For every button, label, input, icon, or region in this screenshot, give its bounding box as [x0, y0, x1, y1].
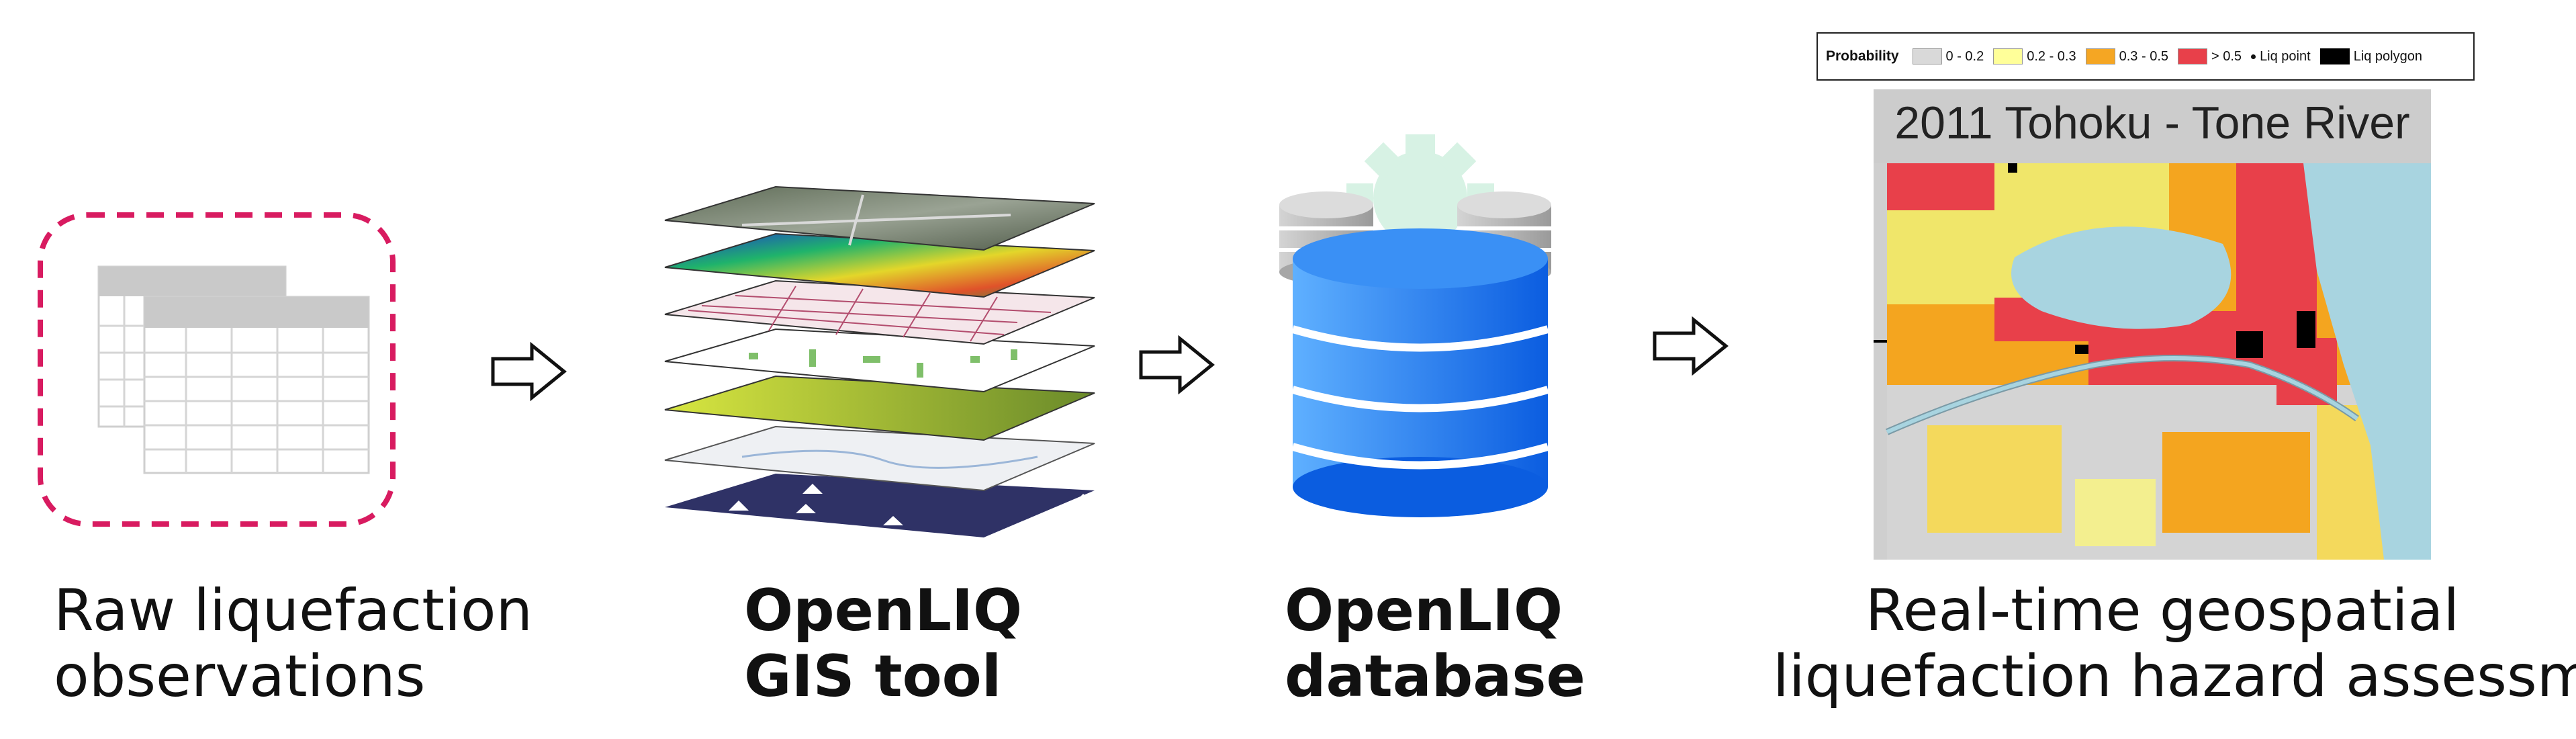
legend-swatch [1912, 48, 1942, 64]
caption-database: OpenLIQ database [1285, 578, 1585, 709]
legend-item: > 0.5 [2178, 48, 2242, 64]
legend-label: 0 - 0.2 [1945, 48, 1984, 64]
legend-item: 0.2 - 0.3 [1993, 48, 2076, 64]
legend-label: > 0.5 [2211, 48, 2242, 64]
legend-item: Liq point [2251, 49, 2311, 64]
caption-line: liquefaction hazard assessment [1773, 643, 2576, 710]
caption-line: database [1285, 643, 1585, 710]
legend-item: Liq polygon [2319, 48, 2422, 64]
arrow-right-icon [490, 341, 567, 402]
caption-line: Raw liquefaction [54, 577, 533, 644]
gis-layers-icon [661, 161, 1098, 544]
arrow-right-icon [1138, 335, 1215, 395]
spreadsheet-icon [38, 212, 396, 527]
caption-hazard-assessment: Real-time geospatial liquefaction hazard… [1773, 577, 2576, 710]
legend-label: Liq polygon [2353, 48, 2422, 64]
legend-item: 0.3 - 0.5 [2085, 48, 2169, 64]
legend-label: 0.2 - 0.3 [2027, 48, 2076, 64]
legend-swatch [2178, 48, 2208, 64]
caption-line: OpenLIQ [744, 577, 1023, 644]
legend-item: 0 - 0.2 [1912, 48, 1984, 64]
caption-gis-tool: OpenLIQ GIS tool [744, 578, 1022, 709]
legend-swatch [2085, 48, 2115, 64]
map-legend: Probability 0 - 0.2 0.2 - 0.3 0.3 - 0.5 … [1816, 32, 2475, 81]
liq-point-icon [2251, 54, 2256, 59]
legend-title: Probability [1826, 48, 1899, 64]
arrow-right-icon [1652, 316, 1729, 376]
caption-line: GIS tool [744, 643, 1002, 710]
legend-swatch [1993, 48, 2023, 64]
raw-observations-icon [37, 212, 396, 527]
hazard-map-graphic [1874, 163, 2431, 560]
caption-raw-observations: Raw liquefaction observations [54, 578, 533, 709]
caption-line: observations [54, 643, 426, 710]
legend-swatch [2319, 48, 2350, 64]
legend-label: Liq point [2260, 48, 2311, 64]
legend-label: 0.3 - 0.5 [2119, 48, 2169, 64]
database-icon [1273, 134, 1568, 524]
hazard-map: 2011 Tohoku - Tone River [1874, 89, 2431, 560]
caption-line: Real-time geospatial [1865, 577, 2460, 644]
caption-line: OpenLIQ [1285, 577, 1563, 644]
map-title: 2011 Tohoku - Tone River [1874, 89, 2431, 163]
